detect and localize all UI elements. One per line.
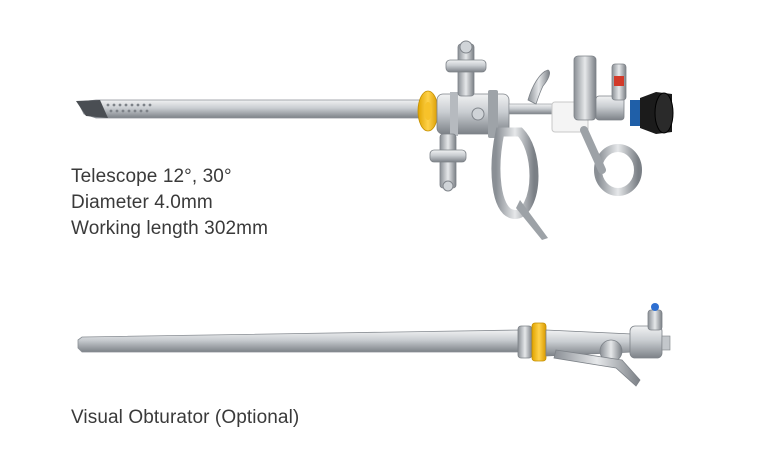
obturator-caption: Visual Obturator (Optional): [71, 407, 300, 428]
diameter-spec: Diameter 4.0mm: [71, 192, 213, 213]
working-length-spec: Working length 302mm: [71, 218, 269, 239]
resectoscope-assembly: [76, 40, 674, 240]
telescope-spec: Telescope 12°, 30°: [71, 166, 232, 187]
spec-block: Telescope 12°, 30° Diameter 4.0mm Workin…: [71, 164, 268, 242]
obturator-instrument: [77, 303, 671, 387]
